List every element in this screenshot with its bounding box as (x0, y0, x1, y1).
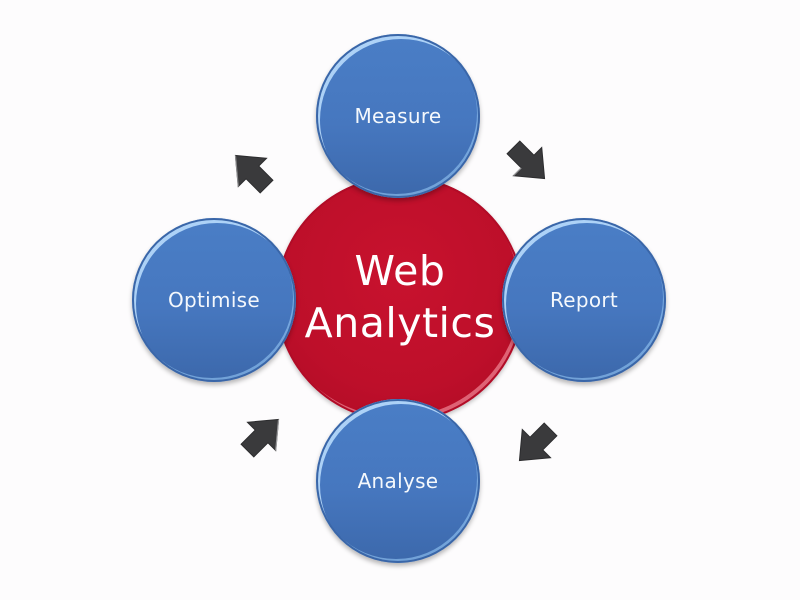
center-title-line1: Web (354, 247, 446, 295)
center-web-analytics: Web Analytics (276, 176, 524, 422)
node-optimise: Optimise (132, 218, 296, 382)
arrow-down-right-icon (502, 136, 556, 190)
node-measure: Measure (316, 34, 480, 198)
node-analyse-label: Analyse (357, 469, 439, 493)
node-optimise-label: Optimise (168, 288, 260, 312)
node-analyse: Analyse (316, 399, 480, 563)
arrow-down-left-icon (508, 418, 562, 472)
arrow-up-right-icon (224, 144, 278, 198)
node-measure-label: Measure (354, 104, 442, 128)
arrow-up-left-icon (236, 408, 290, 462)
center-title-line2: Analytics (304, 299, 496, 347)
node-report-label: Report (549, 288, 619, 312)
node-report: Report (502, 218, 666, 382)
